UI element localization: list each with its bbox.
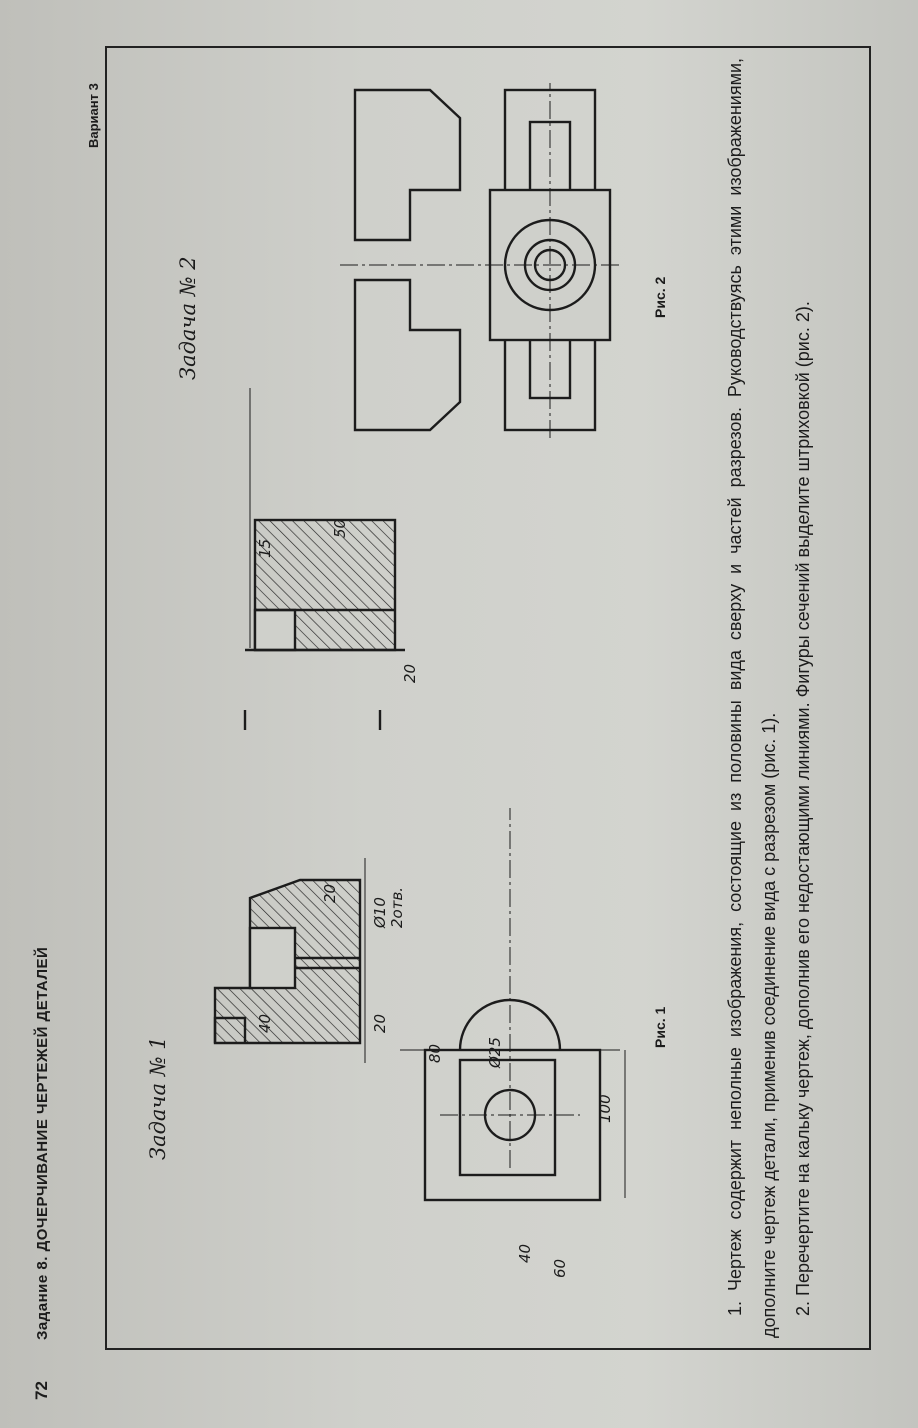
dim-80: 80 bbox=[426, 1044, 444, 1063]
dim-15: 15 bbox=[256, 539, 274, 558]
dim-60: 60 bbox=[551, 1259, 569, 1278]
instruction-2: 2. Перечертите на кальку чертеж, дополни… bbox=[793, 301, 813, 1316]
dim-d25: Ø25 bbox=[486, 1037, 504, 1069]
fig1-section-view bbox=[213, 858, 366, 1063]
dim-d10: Ø10 bbox=[371, 897, 389, 929]
dim-20-left: 20 bbox=[371, 1014, 389, 1033]
instruction-1: 1. Чертеж содержит неполные изображения,… bbox=[725, 58, 779, 1338]
dim-holes: 2отв. bbox=[388, 887, 406, 928]
middle-section-view bbox=[243, 388, 405, 730]
dim-40-bottom: 40 bbox=[516, 1244, 534, 1263]
dim-40-top: 40 bbox=[256, 1014, 274, 1033]
fig2-views bbox=[340, 83, 620, 438]
dim-20-right: 20 bbox=[321, 884, 339, 903]
dim-20: 20 bbox=[401, 664, 419, 683]
dim-50: 50 bbox=[331, 519, 349, 538]
fig1-top-view bbox=[400, 808, 626, 1202]
dim-100: 100 bbox=[596, 1094, 614, 1123]
instructions: 1. Чертеж содержит неполные изображения,… bbox=[718, 58, 820, 1338]
